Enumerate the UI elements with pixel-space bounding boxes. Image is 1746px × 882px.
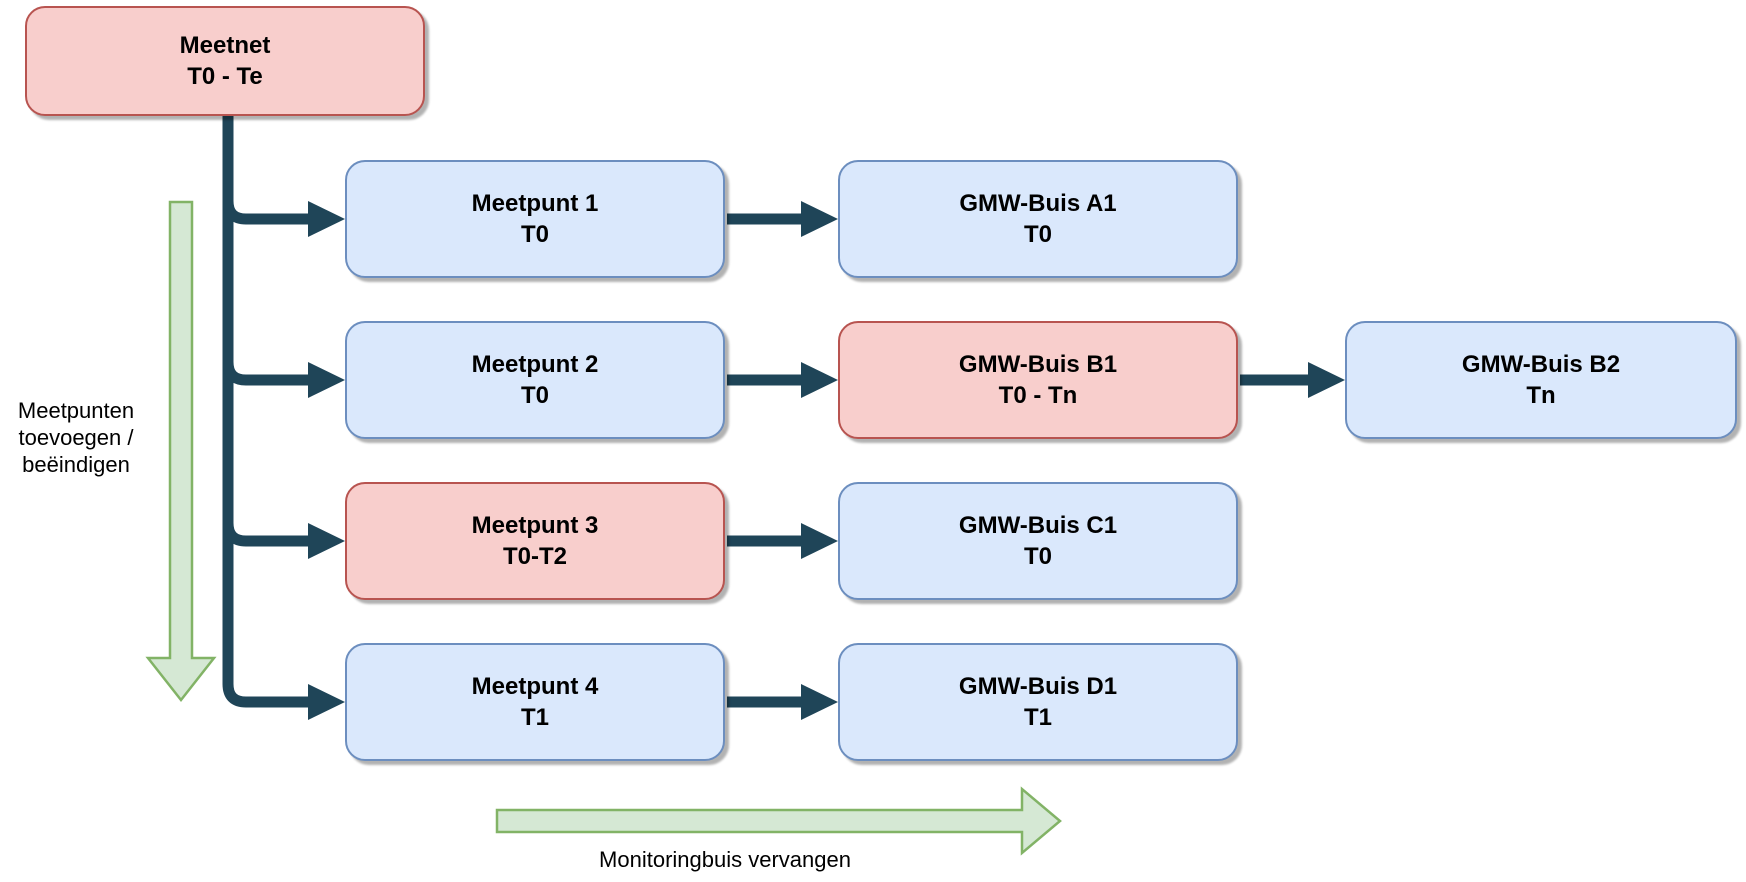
vervangen-direction-arrow [495, 786, 1062, 856]
node-period: T0 [520, 221, 549, 248]
node-period: Tn [1526, 382, 1556, 409]
arrowhead-meetpunt4-gmw-d1 [801, 684, 838, 720]
vervangen-arrow-label: Monitoringbuis vervangen [599, 847, 851, 872]
node-title: GMW-Buis D1 [958, 673, 1118, 700]
node-period: T0-T2 [502, 543, 567, 570]
node-title: Meetpunt 2 [471, 351, 599, 378]
node-period: T0 - Te [187, 63, 263, 90]
node-meetnet: Meetnet T0 - Te [25, 6, 425, 116]
node-period: T0 [520, 382, 549, 409]
branch-arrowhead-row4 [308, 684, 345, 720]
trunk-line [222, 114, 310, 708]
branch-arrowhead-row3 [308, 523, 345, 559]
node-title: GMW-Buis B2 [1461, 351, 1621, 378]
branch-arrowhead-row2 [308, 362, 345, 398]
node-title: Meetnet [179, 32, 271, 59]
meetpunten-direction-arrow [145, 200, 217, 703]
node-gmw-buis-b1: GMW-Buis B1 T0 - Tn [838, 321, 1238, 439]
node-period: T1 [1023, 704, 1052, 731]
node-period: T0 [1023, 221, 1052, 248]
node-title: Meetpunt 3 [471, 512, 599, 539]
node-period: T0 - Tn [998, 382, 1078, 409]
branch-line-row3 [222, 522, 310, 547]
meetpunten-arrow-label: Meetpunten toevoegen / beëindigen [17, 398, 135, 477]
branch-line-row1 [222, 200, 310, 225]
node-gmw-buis-a1: GMW-Buis A1 T0 [838, 160, 1238, 278]
arrowhead-meetpunt1-gmw-a1 [801, 201, 838, 237]
branch-line-row2 [222, 361, 310, 386]
node-title: GMW-Buis B1 [958, 351, 1118, 378]
node-period: T0 [1023, 543, 1052, 570]
node-meetpunt-2: Meetpunt 2 T0 [345, 321, 725, 439]
arrowhead-meetpunt3-gmw-c1 [801, 523, 838, 559]
node-gmw-buis-b2: GMW-Buis B2 Tn [1345, 321, 1737, 439]
node-meetpunt-4: Meetpunt 4 T1 [345, 643, 725, 761]
node-period: T1 [520, 704, 549, 731]
node-title: Meetpunt 4 [471, 673, 599, 700]
node-meetpunt-1: Meetpunt 1 T0 [345, 160, 725, 278]
node-gmw-buis-c1: GMW-Buis C1 T0 [838, 482, 1238, 600]
node-title: GMW-Buis C1 [958, 512, 1118, 539]
branch-arrowhead-row1 [308, 201, 345, 237]
arrowhead-gmw-b1-gmw-b2 [1308, 362, 1345, 398]
node-gmw-buis-d1: GMW-Buis D1 T1 [838, 643, 1238, 761]
arrowhead-meetpunt2-gmw-b1 [801, 362, 838, 398]
node-title: Meetpunt 1 [471, 190, 599, 217]
node-title: GMW-Buis A1 [959, 190, 1117, 217]
node-meetpunt-3: Meetpunt 3 T0-T2 [345, 482, 725, 600]
